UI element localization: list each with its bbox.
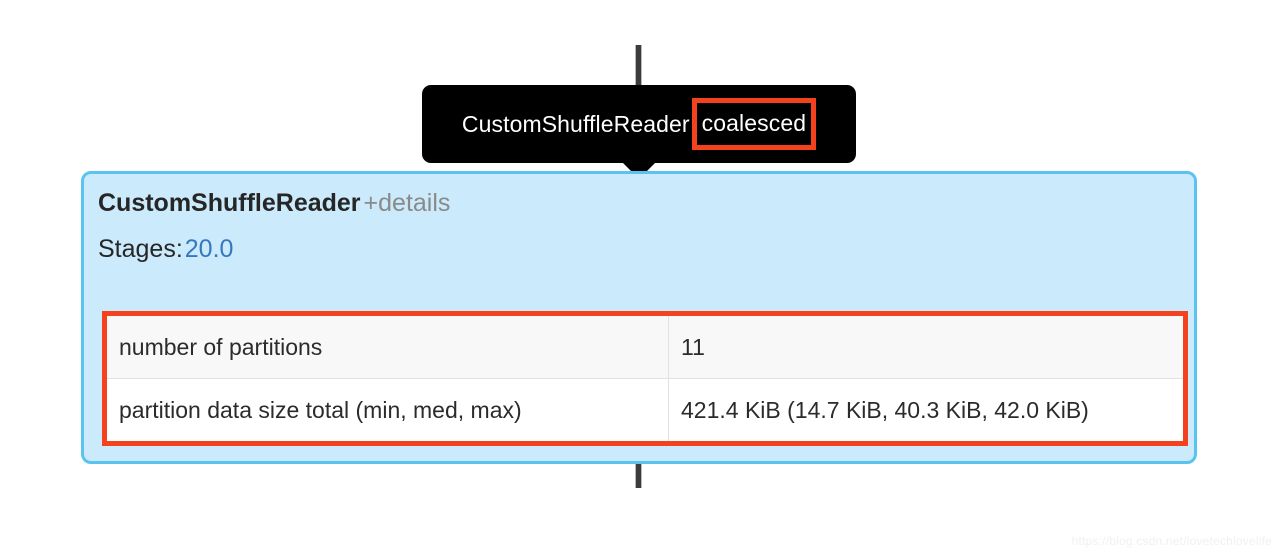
table-row: number of partitions 11 bbox=[107, 316, 1183, 379]
node-tooltip: CustomShuffleReader coalesced bbox=[422, 85, 856, 179]
metric-name: partition data size total (min, med, max… bbox=[107, 378, 669, 441]
watermark: https://blog.csdn.net/lovetechlovelife bbox=[1071, 534, 1272, 548]
connector-line-top bbox=[635, 45, 642, 87]
metrics-table-body: number of partitions 11 partition data s… bbox=[107, 316, 1183, 441]
node-title: CustomShuffleReader bbox=[98, 189, 361, 217]
connector-line-bottom bbox=[635, 464, 642, 488]
tooltip-label: CustomShuffleReader bbox=[461, 110, 690, 137]
node-stages-label: Stages: bbox=[98, 235, 183, 263]
node-details-link[interactable]: +details bbox=[363, 189, 451, 217]
node-header: CustomShuffleReader+details bbox=[98, 189, 451, 218]
metric-value: 421.4 KiB (14.7 KiB, 40.3 KiB, 42.0 KiB) bbox=[668, 378, 1183, 441]
node-stage-link[interactable]: 20.0 bbox=[184, 235, 234, 263]
node-stages-row: Stages:20.0 bbox=[98, 235, 234, 264]
metrics-table: number of partitions 11 partition data s… bbox=[107, 316, 1183, 441]
tooltip-content: CustomShuffleReader coalesced bbox=[422, 85, 856, 163]
metric-name: number of partitions bbox=[107, 316, 669, 379]
tooltip-highlighted-term: coalesced bbox=[691, 98, 817, 150]
table-row: partition data size total (min, med, max… bbox=[107, 378, 1183, 441]
plan-node-box[interactable]: CustomShuffleReader+details Stages:20.0 … bbox=[81, 171, 1197, 464]
metric-value: 11 bbox=[668, 316, 1183, 379]
metrics-highlight-box: number of partitions 11 partition data s… bbox=[102, 311, 1188, 446]
